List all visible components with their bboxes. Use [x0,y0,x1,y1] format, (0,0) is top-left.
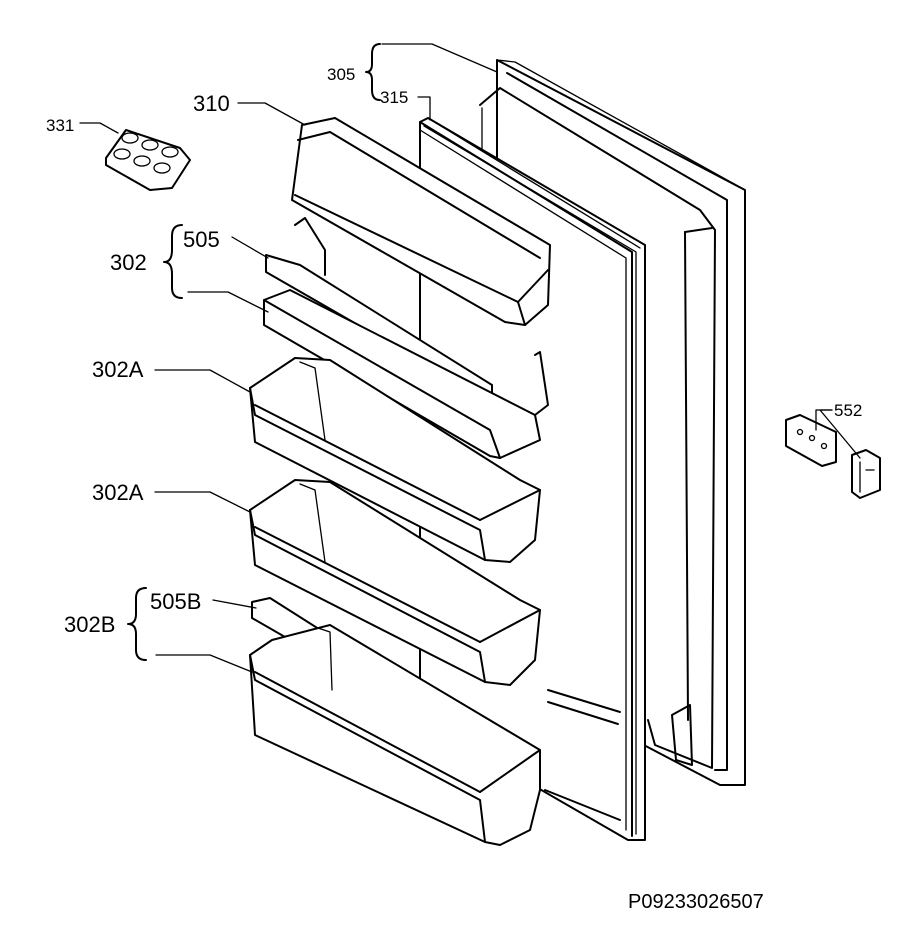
label-305: 305 [327,65,355,84]
label-302a-upper: 302A [92,357,144,382]
shelf-302a-lower [249,479,541,686]
label-302b: 302B [64,612,115,637]
label-310: 310 [193,91,230,116]
shelf-302a-upper [249,357,541,563]
label-552: 552 [834,401,862,420]
shelf-302 [263,217,549,459]
brace-302 [163,224,183,299]
label-505b: 505B [150,589,201,614]
label-302: 302 [110,250,147,275]
shelf-302b [249,597,541,846]
label-331: 331 [46,116,74,135]
leader-lines [79,43,861,673]
hinge-parts [785,414,881,499]
brace-302b [127,587,147,661]
label-315: 315 [380,88,408,107]
brace-305 [365,43,381,101]
egg-tray [105,129,191,191]
top-shelf-cover [291,117,551,326]
drawing-code: P09233026507 [628,891,764,913]
label-505: 505 [183,227,220,252]
label-302a-lower: 302A [92,480,144,505]
